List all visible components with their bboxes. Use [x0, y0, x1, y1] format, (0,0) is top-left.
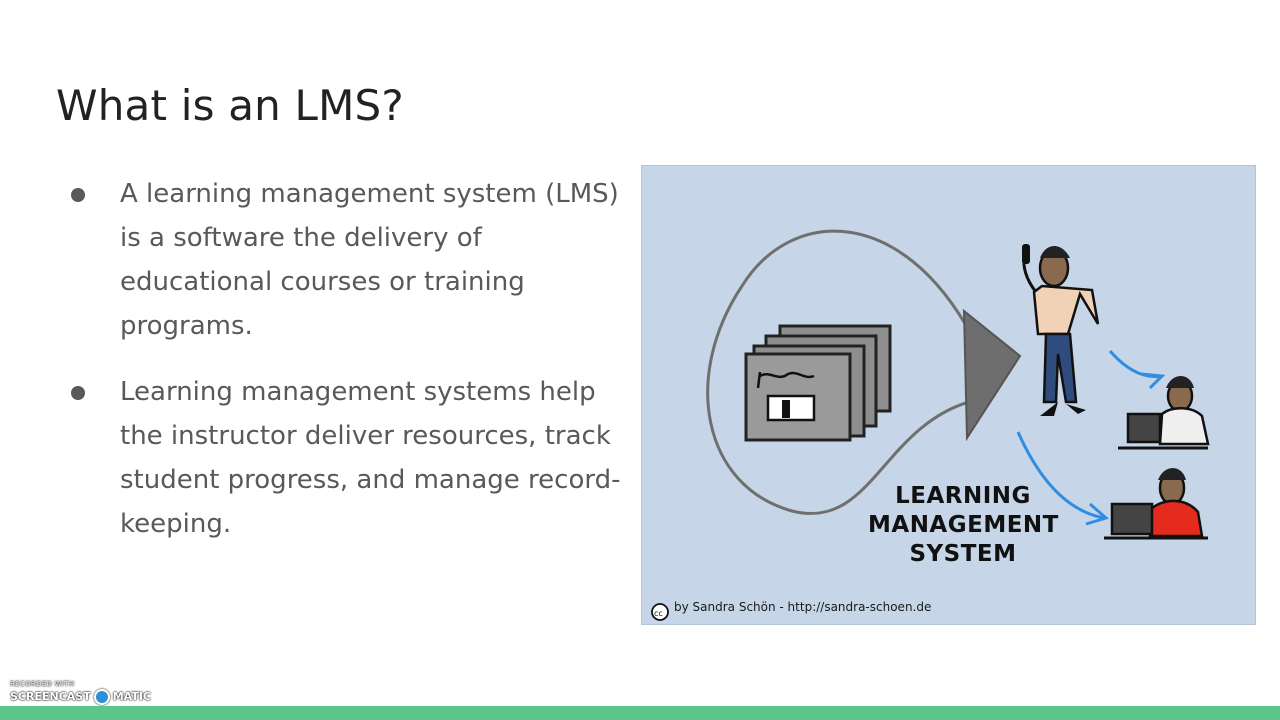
bullet-text: Learning management systems help the ins…	[120, 377, 621, 539]
slide-title: What is an LMS?	[56, 81, 404, 130]
lms-illustration: cc LEARNING MANAGEMENT SYSTEM by Sandra …	[641, 165, 1256, 625]
lms-label-line: SYSTEM	[909, 541, 1017, 567]
screencast-watermark: RECORDED WITH SCREENCAST MATIC	[10, 680, 151, 705]
bottom-progress-bar	[0, 706, 1280, 720]
watermark-brand-left: SCREENCAST	[10, 690, 91, 703]
watermark-brand: SCREENCAST MATIC	[10, 689, 151, 705]
bullet-item: A learning management system (LMS) is a …	[66, 172, 636, 348]
screencast-logo-icon	[93, 689, 110, 705]
student-bottom-figure	[1104, 468, 1208, 540]
instructor-figure	[1022, 244, 1100, 416]
lms-label-line: LEARNING	[895, 483, 1031, 509]
funnel-icon	[962, 308, 1022, 442]
bullet-item: Learning management systems help the ins…	[66, 370, 636, 546]
course-pages-icon	[744, 324, 892, 442]
bullet-text: A learning management system (LMS) is a …	[120, 179, 619, 341]
svg-text:cc: cc	[654, 609, 663, 618]
figure-caption: by Sandra Schön - http://sandra-schoen.d…	[674, 600, 932, 614]
bullet-dot-icon	[71, 188, 85, 202]
arrow-to-student-top	[1108, 350, 1163, 379]
lms-drawing: cc	[651, 229, 1210, 621]
watermark-top-text: RECORDED WITH	[10, 680, 75, 688]
loop-curve	[706, 229, 974, 515]
watermark-brand-right: MATIC	[112, 690, 151, 703]
cc-icon: cc	[651, 603, 669, 621]
lms-label-line: MANAGEMENT	[868, 512, 1059, 538]
arrow-to-student-bottom	[1016, 431, 1105, 520]
student-top-figure	[1118, 376, 1210, 450]
bullet-dot-icon	[71, 386, 85, 400]
bullet-list: A learning management system (LMS) is a …	[66, 172, 636, 568]
lms-label: LEARNING MANAGEMENT SYSTEM	[868, 482, 1058, 569]
